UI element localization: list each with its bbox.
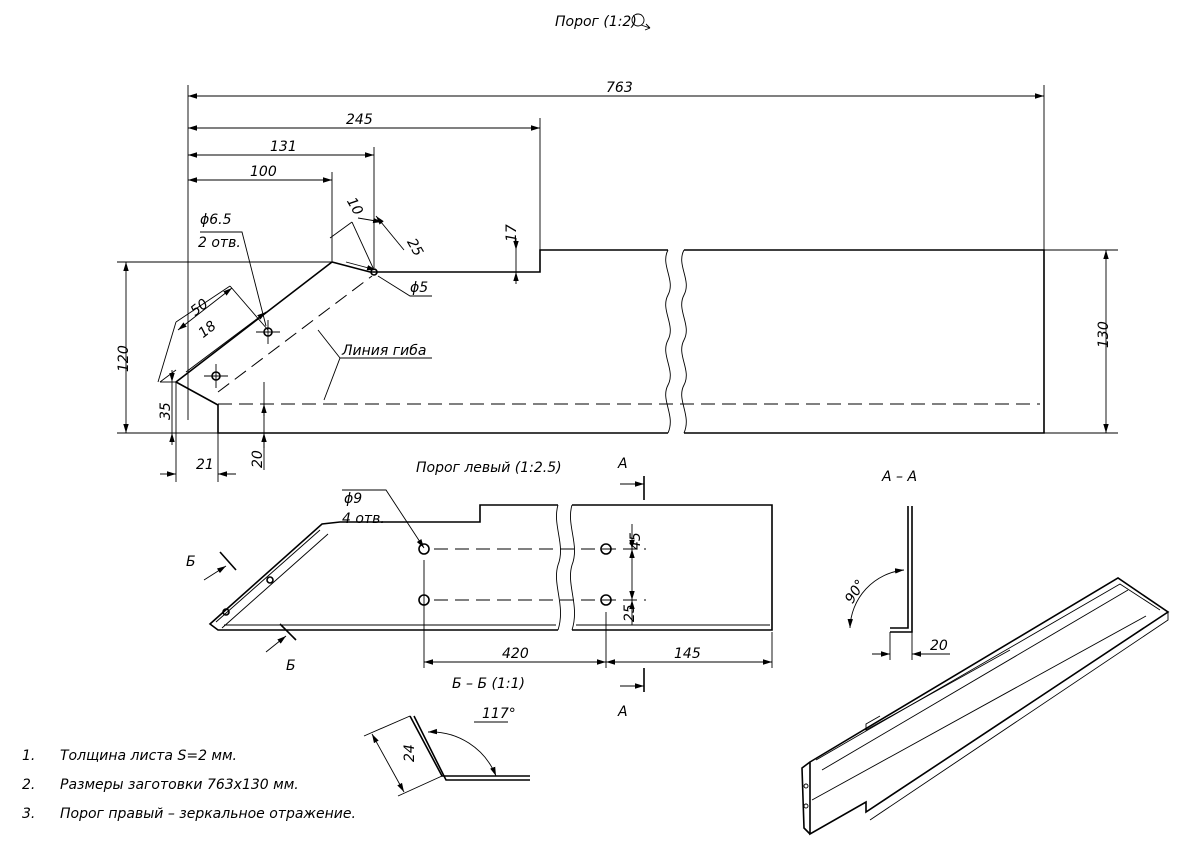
hole-qty-4: 4 отв. [342, 511, 385, 527]
dim-25: 25 [622, 604, 638, 622]
left-part-outline-right [572, 504, 773, 631]
section-bb: 117° 24 [363, 706, 530, 797]
left-part-outline [208, 504, 558, 631]
break-line [681, 249, 687, 434]
dim-21: 21 [196, 457, 214, 473]
flat-pattern-outline-right [684, 249, 1045, 434]
angle-117: 117° [482, 706, 516, 722]
note-text: Толщина листа S=2 мм. [60, 748, 237, 764]
dim-25: 25 [403, 236, 426, 260]
dim-130: 130 [1096, 321, 1112, 348]
isometric-view [801, 577, 1170, 836]
break-line [665, 249, 671, 434]
hole-diameter-9: ϕ9 [344, 491, 362, 507]
flat-pattern-outline [174, 249, 668, 434]
dim-245: 245 [346, 112, 373, 128]
note-text: Порог правый – зеркальное отражение. [60, 806, 356, 822]
dim-24: 24 [402, 744, 418, 762]
bend-line-diagonal [217, 275, 373, 393]
section-aa: А – А 90° 20 [842, 469, 950, 660]
left-view-title: Порог левый (1:2.5) [416, 460, 562, 476]
dim-20: 20 [930, 638, 948, 654]
dim-10: 10 [343, 195, 366, 219]
dim-120: 120 [116, 345, 132, 372]
main-view-title: Порог (1:2) [555, 14, 637, 30]
hole [266, 576, 274, 584]
dim-45: 45 [628, 532, 644, 550]
dim-100: 100 [250, 164, 277, 180]
hole [418, 543, 430, 555]
hole [222, 608, 230, 616]
dim-50: 50 [188, 296, 212, 320]
section-aa-title: А – А [881, 469, 917, 485]
main-view: Порог (1:2) [116, 13, 1118, 482]
section-bb-title: Б – Б (1:1) [452, 676, 525, 692]
dim-17: 17 [504, 224, 520, 242]
unfolded-sign-icon [631, 13, 651, 31]
hole-diameter-5: ϕ5 [410, 280, 428, 296]
dim-35: 35 [158, 402, 174, 420]
cut-marker-a: А [617, 456, 628, 472]
dim-420: 420 [502, 646, 529, 662]
dim-131: 131 [270, 139, 297, 155]
cut-marker-b: Б [286, 658, 296, 674]
note-number: 3. [22, 806, 35, 822]
hole-qty-2: 2 отв. [198, 235, 241, 251]
dim-145: 145 [674, 646, 701, 662]
cut-marker-b: Б [186, 554, 196, 570]
cut-marker-a: А [617, 704, 628, 720]
dim-763: 763 [606, 80, 633, 96]
hole-diameter-6-5: ϕ6.5 [200, 212, 232, 228]
left-view: Порог левый (1:2.5) ϕ9 [186, 456, 773, 720]
notes: 1. Толщина листа S=2 мм. 2. Размеры заго… [22, 748, 356, 822]
angle-90: 90° [842, 577, 869, 607]
dim-20: 20 [250, 450, 266, 468]
note-text: Размеры заготовки 763х130 мм. [60, 777, 299, 793]
note-number: 2. [22, 777, 35, 793]
dim-18: 18 [196, 318, 220, 342]
bend-line-label: Линия гиба [341, 343, 426, 359]
note-number: 1. [22, 748, 35, 764]
